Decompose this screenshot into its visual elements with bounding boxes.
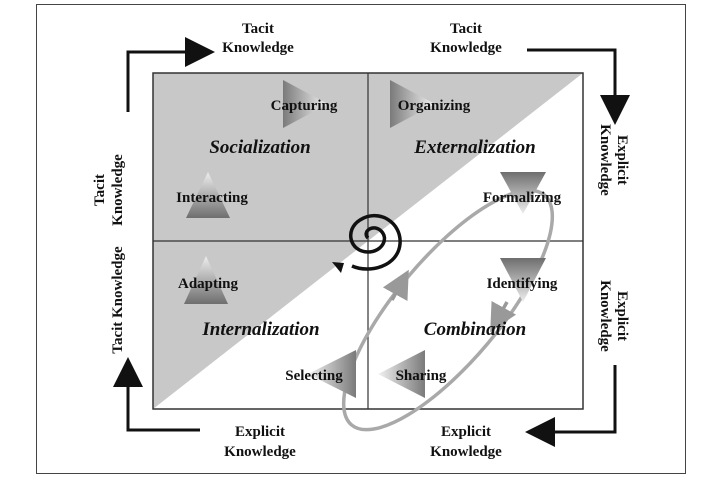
top-left-arrow <box>126 37 215 112</box>
top-right-arrow <box>527 48 630 125</box>
combination-label: Combination <box>424 319 526 340</box>
bottom-right-edge-label-1: Explicit <box>441 424 491 440</box>
adapting-triangle-icon <box>184 256 228 304</box>
cycle-arrow-up <box>382 269 409 302</box>
top-right-edge-label-2: Knowledge <box>430 40 502 56</box>
left-upper-edge-label-1: Tacit <box>92 174 108 206</box>
organizing-label: Organizing <box>398 98 471 114</box>
top-right-edge-label-1: Tacit <box>450 21 482 37</box>
knowledge-spiral <box>349 213 402 271</box>
adapting-label: Adapting <box>178 276 239 292</box>
capturing-triangle-icon <box>283 80 328 128</box>
socialization-label: Socialization <box>209 137 310 158</box>
right-upper-edge-label-1: Explicit <box>614 135 630 185</box>
formalizing-label: Formalizing <box>483 190 562 206</box>
bottom-left-arrow <box>113 357 200 432</box>
bottom-right-arrow <box>525 365 617 447</box>
sharing-label: Sharing <box>396 368 447 384</box>
right-upper-edge-label-2: Knowledge <box>597 124 613 196</box>
interacting-triangle-icon <box>186 172 230 218</box>
bottom-left-edge-label-2: Knowledge <box>224 444 296 460</box>
formalizing-triangle-icon <box>500 172 546 214</box>
identifying-triangle-icon <box>500 258 546 302</box>
selecting-triangle-icon <box>308 350 356 398</box>
sharing-triangle-icon <box>378 350 425 398</box>
interacting-label: Interacting <box>176 190 248 206</box>
externalization-label: Externalization <box>413 137 535 158</box>
internalization-label: Internalization <box>201 319 319 340</box>
top-left-edge-label-1: Tacit <box>242 21 274 37</box>
bottom-left-edge-label-1: Explicit <box>235 424 285 440</box>
selecting-label: Selecting <box>285 368 343 384</box>
diagram-frame <box>36 4 686 474</box>
left-lower-edge-label: Tacit Knowledge <box>110 246 126 354</box>
bottom-right-edge-label-2: Knowledge <box>430 444 502 460</box>
top-left-edge-label-2: Knowledge <box>222 40 294 56</box>
spiral-arrow-head <box>332 262 344 273</box>
right-lower-edge-label-1: Explicit <box>614 291 630 341</box>
left-upper-edge-label-2: Knowledge <box>110 154 126 226</box>
identifying-label: Identifying <box>487 276 558 292</box>
capturing-label: Capturing <box>271 98 338 114</box>
organizing-triangle-icon <box>390 80 435 128</box>
cycle-arrow-down <box>490 300 517 333</box>
right-lower-edge-label-2: Knowledge <box>597 280 613 352</box>
